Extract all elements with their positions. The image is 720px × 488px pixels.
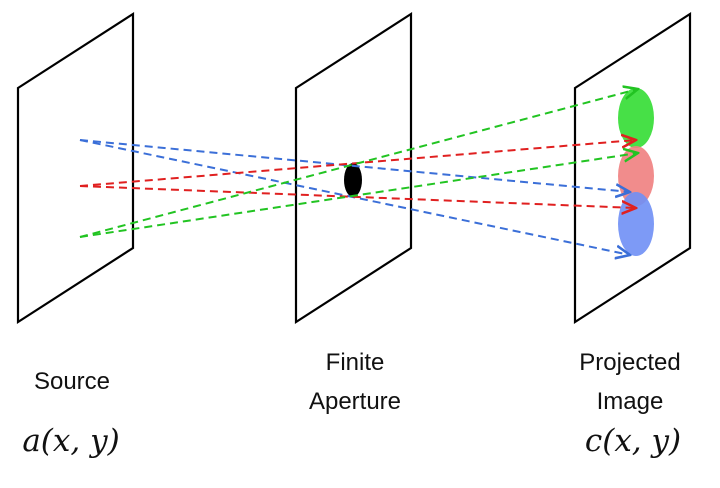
- image-label-line2: Image: [596, 388, 664, 415]
- ray-green-upper: [79, 89, 638, 238]
- ray-blue-upper: [79, 139, 630, 192]
- image-function: c(x, y): [584, 423, 682, 459]
- image-label-line1: Projected: [579, 349, 681, 376]
- spot-blue: [618, 192, 654, 256]
- source-plane: [16, 11, 135, 325]
- source-function: a(x, y): [22, 423, 120, 459]
- ray-red-lower: [79, 185, 636, 208]
- ray-green-lower: [79, 153, 638, 238]
- aperture-label-line2: Aperture: [308, 388, 402, 415]
- source-label: Source: [33, 368, 111, 395]
- aperture-plane: [294, 11, 413, 325]
- image-plane: [573, 11, 692, 325]
- spot-green: [618, 88, 654, 148]
- aperture-label-line1: Finite: [325, 349, 385, 376]
- aperture-hole: [344, 163, 362, 197]
